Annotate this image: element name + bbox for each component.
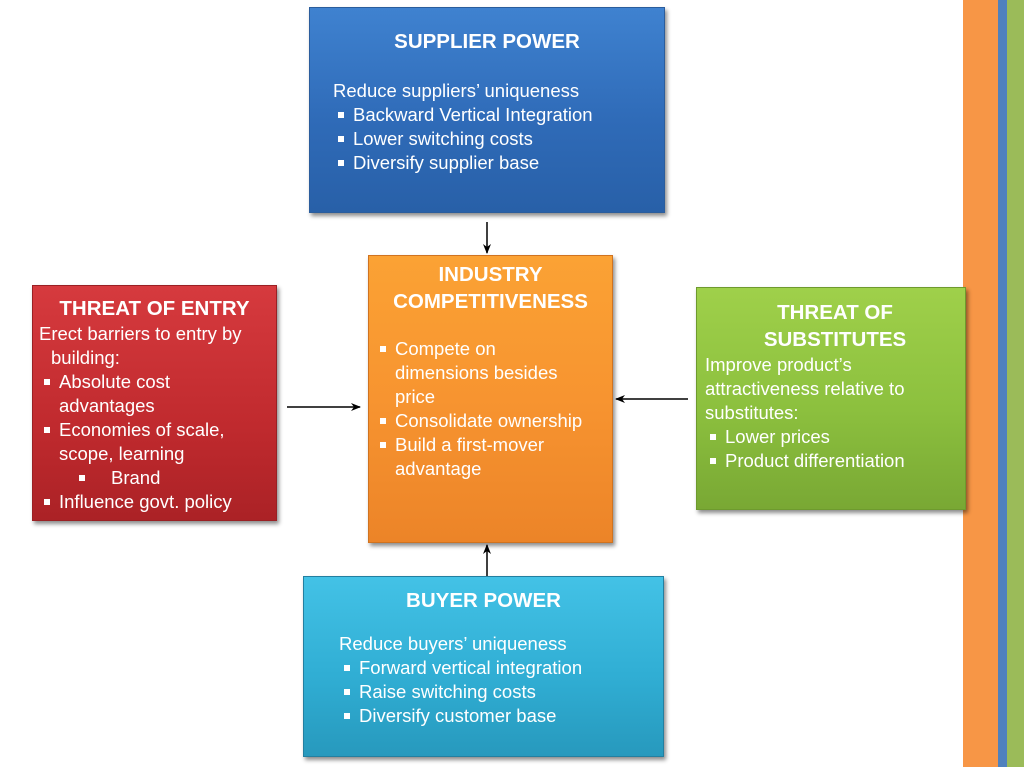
industry-competitiveness-list: Compete on dimensions besides price Cons… [375, 337, 612, 481]
list-item: Compete on dimensions besides price [375, 337, 585, 409]
threat-of-substitutes-box: THREAT OF SUBSTITUTES Improve product’s … [696, 287, 966, 510]
threat-of-substitutes-list: Lower prices Product differentiation [705, 425, 965, 473]
list-item: Consolidate ownership [375, 409, 612, 433]
list-item: Economies of scale, scope, learning [39, 418, 259, 466]
industry-competitiveness-box: INDUSTRY COMPETITIVENESS Compete on dime… [368, 255, 613, 543]
threat-of-entry-box: THREAT OF ENTRY Erect barriers to entry … [32, 285, 277, 521]
decor-stripe-green [1007, 0, 1024, 767]
list-item: Build a first-mover advantage [375, 433, 575, 481]
threat-of-substitutes-intro: Improve product’s attractiveness relativ… [705, 354, 905, 423]
buyer-power-intro: Reduce buyers’ uniqueness [339, 633, 567, 654]
threat-of-substitutes-title: THREAT OF SUBSTITUTES [763, 301, 907, 351]
threat-of-entry-intro: Erect barriers to entry by [39, 323, 242, 344]
list-item: Lower prices [705, 425, 965, 449]
list-item: Backward Vertical Integration [333, 103, 664, 127]
supplier-power-list: Backward Vertical Integration Lower swit… [333, 103, 664, 175]
decor-stripe-blue [998, 0, 1007, 767]
industry-competitiveness-title: INDUSTRY COMPETITIVENESS [393, 263, 588, 313]
list-item: Diversify supplier base [333, 151, 664, 175]
list-item: Raise switching costs [339, 680, 663, 704]
threat-of-entry-intro-cont: building: [51, 347, 120, 368]
buyer-power-box: BUYER POWER Reduce buyers’ uniqueness Fo… [303, 576, 664, 757]
threat-of-entry-title: THREAT OF ENTRY [59, 297, 250, 320]
buyer-power-title: BUYER POWER [406, 589, 561, 612]
list-item: Influence govt. policy [39, 490, 276, 514]
supplier-power-title: SUPPLIER POWER [394, 30, 580, 53]
supplier-power-box: SUPPLIER POWER Reduce suppliers’ uniquen… [309, 7, 665, 213]
list-item: Forward vertical integration [339, 656, 663, 680]
list-item: Lower switching costs [333, 127, 664, 151]
threat-of-entry-list: Absolute cost advantages Economies of sc… [39, 370, 276, 514]
list-item: Absolute cost advantages [39, 370, 209, 418]
supplier-power-intro: Reduce suppliers’ uniqueness [333, 80, 580, 101]
list-sub-item: Brand [39, 466, 276, 490]
decor-stripe-orange [963, 0, 998, 767]
list-item: Diversify customer base [339, 704, 663, 728]
buyer-power-list: Forward vertical integration Raise switc… [339, 656, 663, 728]
list-item: Product differentiation [705, 449, 965, 473]
